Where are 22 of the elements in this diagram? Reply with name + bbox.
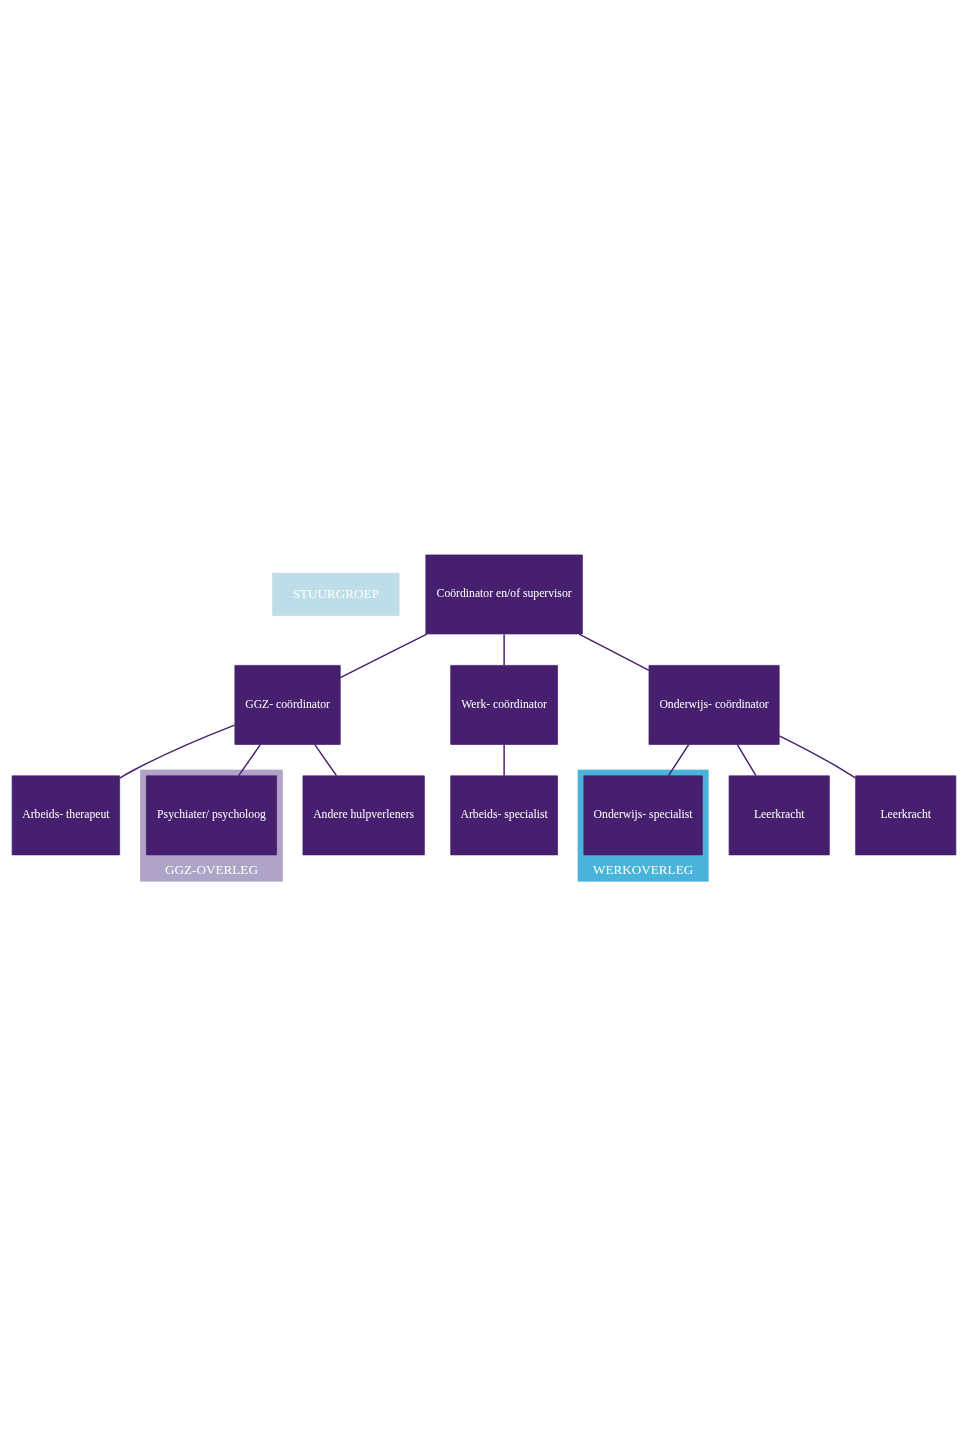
node-box: Psychiater/ psycholoog xyxy=(146,775,277,855)
connector xyxy=(119,723,236,779)
connector xyxy=(237,743,262,776)
node-box: Coördinator en/of supervisor xyxy=(425,554,583,634)
node-box: STUURGROEP xyxy=(272,572,400,616)
connector xyxy=(339,632,428,678)
node-box: Werk- coördinator xyxy=(450,664,558,745)
connector xyxy=(736,743,757,776)
node-box: Arbeids- therapeut xyxy=(11,775,121,855)
node-box: Arbeids- specialist xyxy=(450,775,558,855)
connector xyxy=(503,633,505,666)
connector xyxy=(314,743,338,776)
node-box: GGZ- coördinator xyxy=(234,664,341,745)
node-box: Leerkracht xyxy=(728,775,830,855)
connector xyxy=(578,632,650,671)
connector xyxy=(667,743,690,776)
connector xyxy=(503,743,505,776)
node-box: Andere hulpverleners xyxy=(302,775,425,855)
connector xyxy=(778,734,857,779)
node-box: Leerkracht xyxy=(855,775,957,855)
node-box: Onderwijs- coördinator xyxy=(648,664,780,745)
node-box: Onderwijs- specialist xyxy=(583,775,703,855)
